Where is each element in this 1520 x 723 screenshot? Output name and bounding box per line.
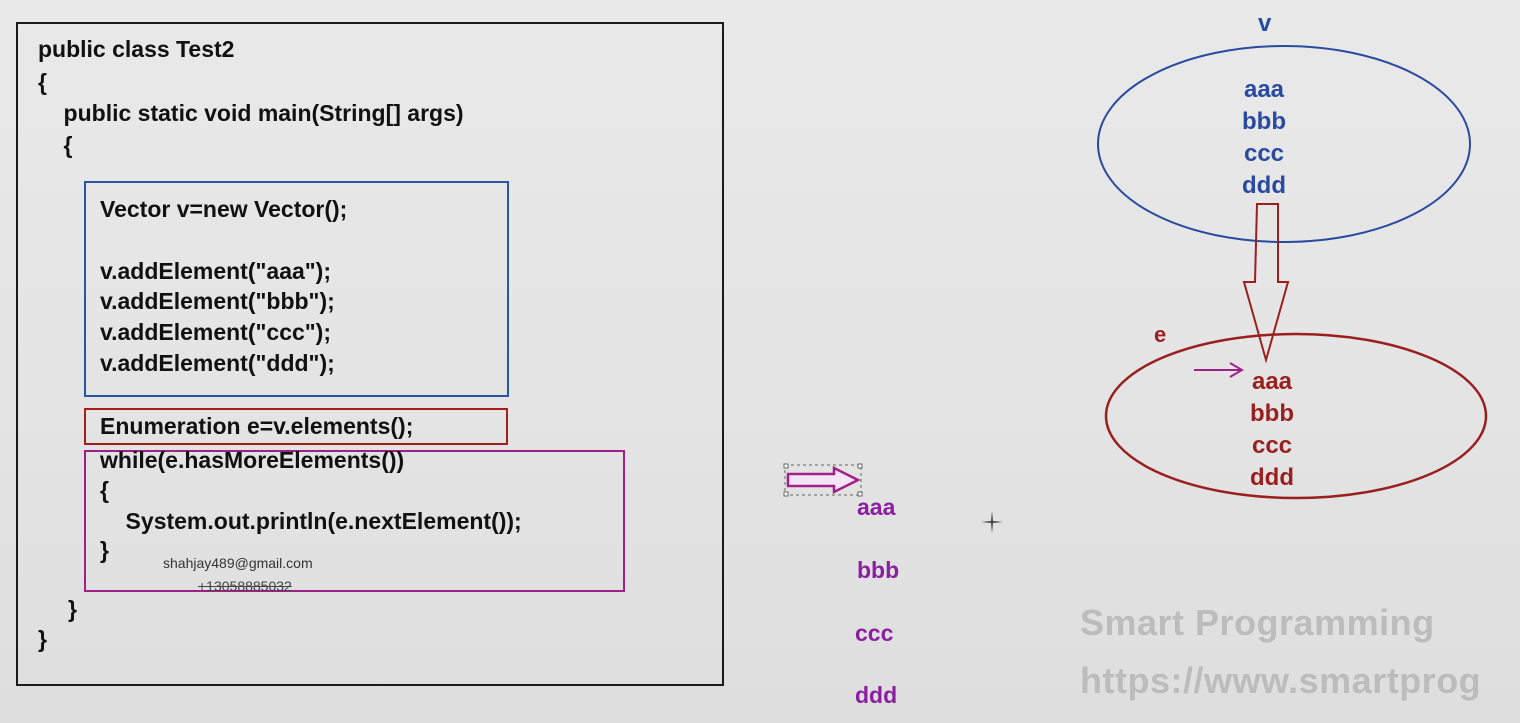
vector-item-1: aaa [1243, 76, 1285, 103]
watermark-phone: +13058885032 [198, 578, 292, 594]
vector-ellipse [1097, 45, 1471, 243]
code-main-brace-open: { [38, 132, 73, 158]
code-println: System.out.println(e.nextElement()); [100, 508, 522, 534]
brand-name: Smart Programming [1080, 602, 1435, 643]
output-line-4: ddd [855, 682, 898, 708]
code-add-ccc: v.addElement("ccc"); [100, 319, 331, 345]
output-line-2: bbb [857, 557, 900, 583]
code-while-brace-close: } [100, 537, 109, 563]
code-add-aaa: v.addElement("aaa"); [100, 258, 331, 284]
enumeration-ellipse [1104, 332, 1488, 500]
code-class-brace-close: } [38, 626, 47, 652]
enumeration-label: e [1154, 322, 1167, 347]
output-line-3: ccc [855, 620, 894, 646]
enum-item-4: ddd [1250, 464, 1294, 491]
vector-label: v [1258, 10, 1272, 37]
crosshair-cursor-icon [981, 511, 1003, 533]
enum-item-3: ccc [1251, 432, 1293, 459]
vector-item-3: ccc [1243, 140, 1285, 167]
vector-block-box [84, 181, 509, 397]
enum-item-2: bbb [1250, 400, 1294, 427]
output-line-1: aaa [857, 494, 896, 520]
code-while-brace-open: { [100, 477, 109, 503]
code-while: while(e.hasMoreElements()) [100, 447, 405, 473]
code-panel [16, 22, 724, 686]
vector-item-2: bbb [1242, 108, 1286, 135]
output-arrow-icon [783, 463, 863, 497]
watermark-email: shahjay489@gmail.com [163, 555, 313, 571]
code-main-decl: public static void main(String[] args) [38, 100, 464, 126]
code-vector-new: Vector v=new Vector(); [100, 196, 348, 222]
vector-enumeration-diagram [1097, 45, 1488, 500]
code-add-bbb: v.addElement("bbb"); [100, 288, 335, 314]
code-brace-open: { [38, 69, 47, 95]
vector-item-4: ddd [1242, 172, 1286, 199]
code-main-brace-close: } [68, 596, 77, 622]
enumeration-box [84, 408, 508, 445]
while-loop-box [84, 450, 625, 592]
code-add-ddd: v.addElement("ddd"); [100, 350, 335, 376]
brand-url: https://www.smartprog [1080, 660, 1482, 701]
down-arrow-icon [1242, 203, 1290, 364]
enum-item-1: aaa [1251, 368, 1293, 395]
code-class-decl: public class Test2 [38, 36, 235, 62]
code-enumeration: Enumeration e=v.elements(); [100, 413, 414, 439]
